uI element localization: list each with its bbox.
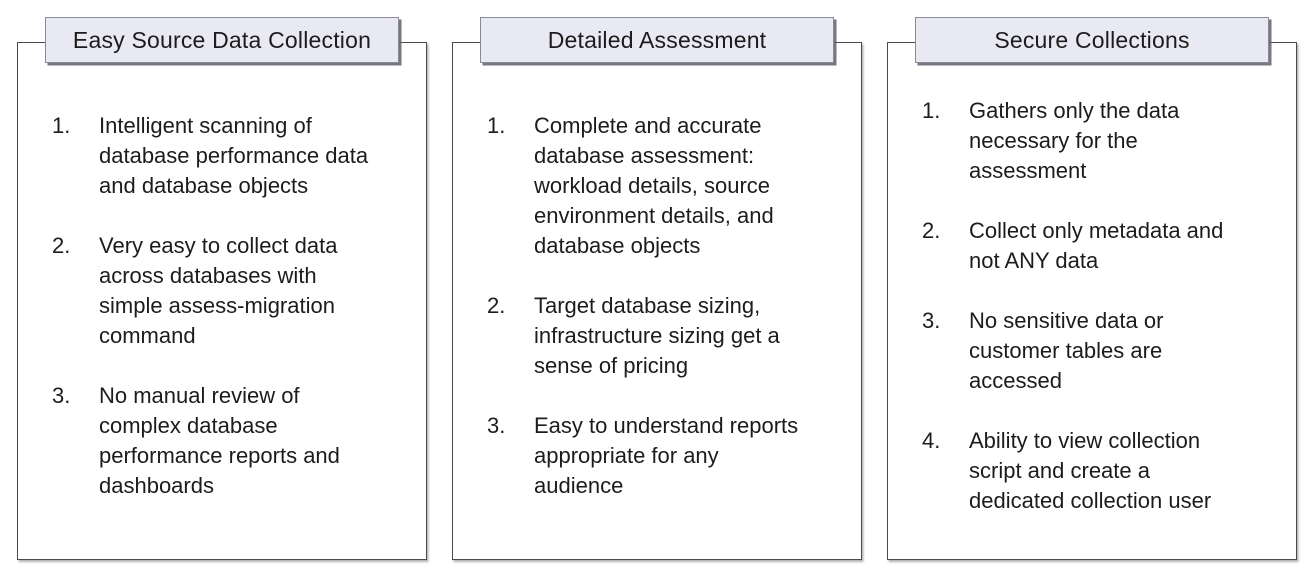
list-item-number: 3. — [922, 308, 941, 333]
list-item-text: Gathers only the data necessary for the … — [969, 98, 1180, 183]
list-item: 3. Easy to understand reports appropriat… — [487, 411, 853, 501]
panel-easy-source-data-collection: Easy Source Data Collection 1. Intellige… — [17, 17, 427, 560]
list-item: 3. No manual review of complex database … — [52, 381, 418, 501]
list-item-number: 2. — [487, 293, 506, 318]
list-item: 2. Target database sizing, infrastructur… — [487, 291, 853, 381]
list-item-number: 2. — [52, 233, 71, 258]
list-item-number: 4. — [922, 428, 941, 453]
list-item-text: Very easy to collect data across databas… — [99, 233, 338, 348]
list-item-text: Target database sizing, infrastructure s… — [534, 293, 780, 378]
list-item-number: 2. — [922, 218, 941, 243]
panel-title: Easy Source Data Collection — [45, 17, 399, 63]
list-item-number: 1. — [52, 113, 71, 138]
list-item-text: Complete and accurate database assessmen… — [534, 113, 774, 258]
panel-secure-collections: Secure Collections 1. Gathers only the d… — [887, 17, 1297, 560]
list-item-number: 1. — [487, 113, 506, 138]
list-item-number: 1. — [922, 98, 941, 123]
list-item-text: No manual review of complex database per… — [99, 383, 340, 498]
list-item-text: No sensitive data or customer tables are… — [969, 308, 1164, 393]
list-item: 2. Collect only metadata and not ANY dat… — [922, 216, 1288, 276]
list-item: 1. Gathers only the data necessary for t… — [922, 96, 1288, 186]
list-item-text: Intelligent scanning of database perform… — [99, 113, 369, 198]
list-item: 3. No sensitive data or customer tables … — [922, 306, 1288, 396]
list-item-text: Easy to understand reports appropriate f… — [534, 413, 799, 498]
feature-list: 1. Intelligent scanning of database perf… — [18, 111, 426, 501]
list-item: 2. Very easy to collect data across data… — [52, 231, 418, 351]
list-item-number: 3. — [52, 383, 71, 408]
panel-title: Detailed Assessment — [480, 17, 834, 63]
list-item: 1. Intelligent scanning of database perf… — [52, 111, 418, 201]
list-item: 4. Ability to view collection script and… — [922, 426, 1288, 516]
list-item: 1. Complete and accurate database assess… — [487, 111, 853, 261]
feature-list: 1. Complete and accurate database assess… — [453, 111, 861, 501]
list-item-number: 3. — [487, 413, 506, 438]
panel-detailed-assessment: Detailed Assessment 1. Complete and accu… — [452, 17, 862, 560]
feature-list: 1. Gathers only the data necessary for t… — [888, 96, 1296, 516]
feature-panels: Easy Source Data Collection 1. Intellige… — [17, 17, 1297, 560]
panel-title: Secure Collections — [915, 17, 1269, 63]
list-item-text: Ability to view collection script and cr… — [969, 428, 1212, 513]
list-item-text: Collect only metadata and not ANY data — [969, 218, 1224, 273]
